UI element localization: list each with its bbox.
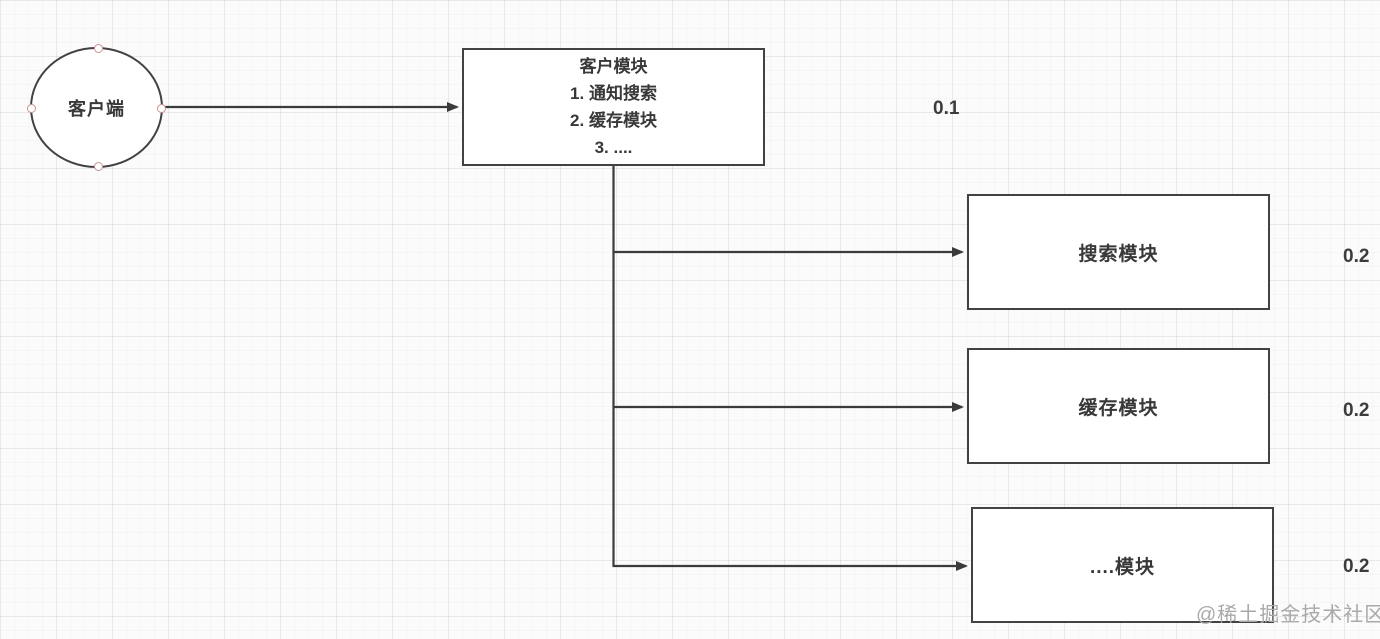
main-module-item-3: 3. ....: [594, 138, 633, 157]
node-cache-module: 缓存模块: [967, 348, 1270, 464]
weight-label-main: 0.1: [933, 98, 960, 119]
cache-module-label: 缓存模块: [1078, 397, 1159, 419]
weight-label-search: 0.2: [1343, 246, 1370, 267]
connection-handle-top: [94, 44, 103, 53]
connection-handle-right: [157, 104, 166, 113]
weight-label-cache: 0.2: [1343, 400, 1370, 421]
weight-label-other: 0.2: [1343, 556, 1370, 577]
main-module-item-1: 1. 通知搜索: [570, 84, 657, 103]
other-module-label: ....模块: [1089, 556, 1156, 578]
main-module-item-2: 2. 缓存模块: [570, 111, 657, 130]
node-client: 客户端: [27, 44, 166, 171]
search-module-label: 搜索模块: [1078, 243, 1159, 265]
connection-handle-left: [27, 104, 36, 113]
node-main-module: 客户模块 1. 通知搜索 2. 缓存模块 3. ....: [462, 48, 765, 166]
node-client-label: 客户端: [68, 98, 125, 119]
connection-handle-bottom: [94, 162, 103, 171]
main-module-title: 客户模块: [579, 57, 648, 76]
watermark: @稀土掘金技术社区: [1196, 604, 1380, 626]
node-other-module: ....模块: [971, 507, 1274, 623]
node-search-module: 搜索模块: [967, 194, 1270, 310]
